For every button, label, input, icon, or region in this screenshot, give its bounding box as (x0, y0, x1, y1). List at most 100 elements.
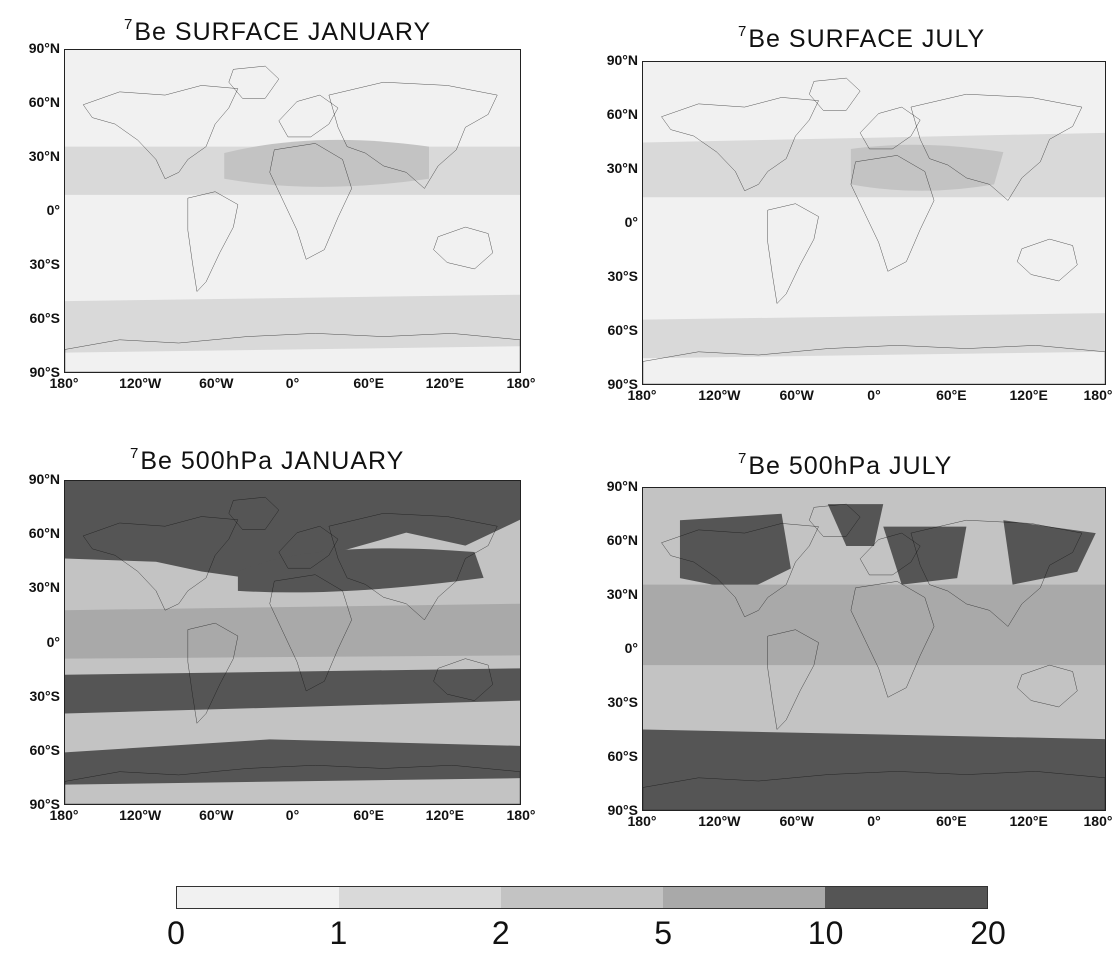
panel-title-text: SURFACE JANUARY (174, 18, 432, 46)
coastline-na (83, 85, 238, 178)
lat-tick-label: 60°N (606, 106, 638, 122)
lon-tick-label: 120°W (119, 375, 162, 391)
isotope-symbol: Be (748, 452, 781, 480)
colorbar-segment (663, 887, 825, 908)
lat-tick-label: 60°S (29, 741, 60, 758)
colorbar-segment (825, 887, 987, 908)
lon-tick-label: 180° (49, 807, 79, 823)
lon-tick-label: 0° (867, 813, 881, 829)
lat-tick-label: 0° (46, 633, 60, 650)
lon-tick-label: 60°W (779, 387, 814, 403)
concentration-region (850, 144, 1004, 191)
lon-tick-label: 0° (285, 807, 300, 823)
lat-tick-label: 30°S (607, 694, 638, 710)
colorbar-label: 2 (491, 915, 510, 951)
coastline-sa (188, 192, 238, 292)
lon-tick-label: 120°W (698, 387, 741, 403)
lon-tick-label: 0° (285, 375, 300, 391)
coastline-eu (860, 107, 920, 149)
lat-tick-label: 30°N (606, 160, 638, 176)
concentration-region (237, 548, 484, 593)
lat-tick-label: 30°S (607, 268, 638, 284)
concentration-region (883, 526, 967, 585)
isotope-symbol: Be (140, 447, 173, 475)
colorbar-label: 0 (167, 915, 185, 951)
coastline-na (661, 523, 818, 616)
coastline-an (65, 333, 520, 372)
coastline-af (270, 575, 352, 691)
lat-tick-label: 90°S (29, 364, 60, 380)
coastline-gl (809, 78, 860, 110)
lat-tick-label: 30°S (29, 687, 60, 704)
lon-tick-label: 60°E (353, 375, 384, 391)
isotope-mass: 7 (130, 445, 140, 462)
concentration-region (65, 481, 520, 578)
lon-tick-label: 60°E (936, 387, 967, 403)
lat-tick-label: 60°S (607, 748, 638, 764)
coastline-na (83, 517, 238, 611)
map-500hpa-july (642, 487, 1106, 811)
lon-tick-label: 60°W (779, 813, 814, 829)
lat-tick-label: 60°N (606, 532, 638, 548)
coastline-as (911, 520, 1082, 626)
lat-tick-label: 0° (46, 202, 60, 218)
panel-title-text: 500hPa JULY (788, 452, 953, 480)
lon-tick-label: 120°E (425, 807, 464, 823)
lon-tick-label: 180° (627, 813, 657, 829)
lon-tick-label: 60°W (199, 807, 234, 823)
isotope-mass: 7 (738, 450, 748, 467)
lat-tick-label: 30°N (28, 148, 60, 164)
map-surface-july (642, 61, 1106, 385)
lat-tick-label: 90°S (607, 376, 638, 392)
lat-tick-label: 30°N (28, 579, 60, 596)
colorbar-label: 20 (970, 915, 1006, 951)
coastline-an (643, 771, 1105, 810)
coastline-sa (768, 630, 819, 730)
lat-tick-label: 90°S (607, 802, 638, 818)
coastline-eu (279, 526, 338, 568)
colorbar-segment (339, 887, 501, 908)
colorbar-label: 1 (329, 915, 348, 951)
map-500hpa-january (64, 480, 521, 805)
coastline-eu (279, 95, 338, 137)
lon-tick-label: 60°E (353, 807, 384, 823)
coastline-sa (188, 623, 238, 723)
concentration-region (65, 739, 520, 785)
coastline-as (329, 82, 497, 188)
colorbar-label: 10 (807, 915, 844, 951)
panel-title: 7Be SURFACE JANUARY (124, 16, 432, 47)
lon-tick-label: 60°E (936, 813, 967, 829)
concentration-region (65, 668, 520, 714)
lat-tick-label: 90°N (28, 471, 60, 487)
coastline-af (270, 143, 352, 259)
lon-tick-label: 120°E (425, 375, 464, 391)
isotope-symbol: Be (134, 18, 167, 46)
map-surface-january (64, 49, 521, 373)
lat-tick-label: 30°N (606, 586, 638, 602)
coastline-gl (229, 66, 279, 98)
lat-tick-label: 0° (624, 640, 638, 656)
lat-tick-label: 0° (624, 214, 638, 230)
lon-tick-label: 120°W (119, 807, 162, 823)
lon-tick-label: 180° (627, 387, 657, 403)
lat-tick-label: 90°N (606, 52, 638, 68)
coastline-na (661, 97, 818, 190)
isotope-mass: 7 (738, 23, 748, 40)
colorbar-segment (177, 887, 339, 908)
lon-tick-label: 180° (49, 375, 79, 391)
coastline-an (643, 345, 1105, 384)
lat-tick-label: 30°S (29, 256, 60, 272)
concentration-region (643, 729, 1105, 810)
concentration-region (1003, 520, 1096, 585)
coastline-au (1017, 239, 1077, 281)
coastline-as (911, 94, 1082, 200)
concentration-region (224, 139, 429, 187)
coastline-au (434, 227, 493, 269)
coastline-an (65, 765, 520, 804)
colorbar-label: 5 (654, 915, 673, 951)
panel-title: 7Be SURFACE JULY (738, 23, 985, 54)
isotope-symbol: Be (748, 25, 781, 53)
lon-tick-label: 0° (867, 387, 881, 403)
coastline-au (1017, 665, 1077, 707)
lon-tick-label: 180° (1083, 387, 1113, 403)
